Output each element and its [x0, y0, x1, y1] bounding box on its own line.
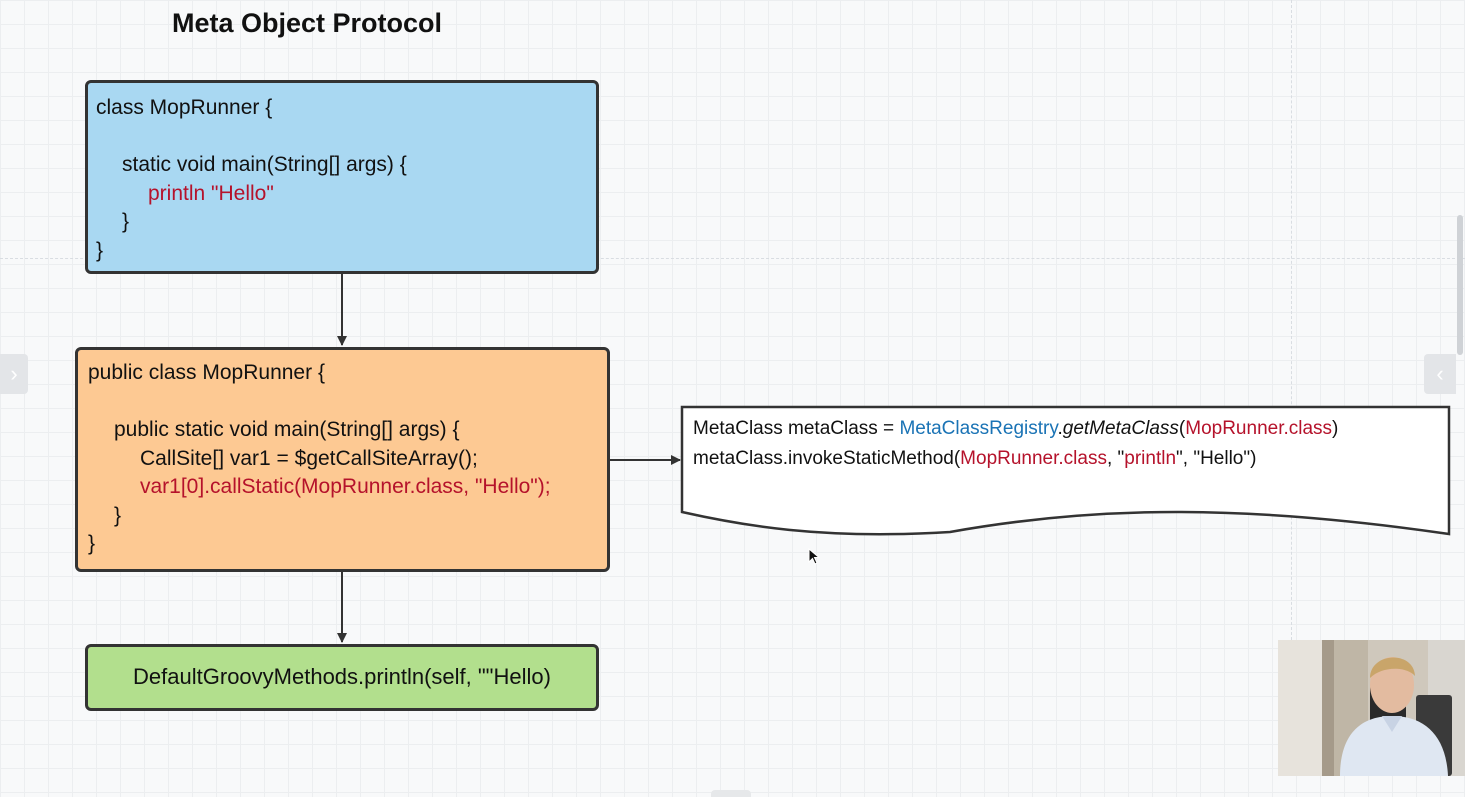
code-line	[96, 123, 596, 152]
code-line: class MopRunner {	[96, 96, 273, 119]
canvas-guide-vertical	[1291, 0, 1292, 640]
default-groovy-methods-box[interactable]: DefaultGroovyMethods.println(self, ""Hel…	[85, 644, 599, 711]
code-line: CallSite[] var1 = $getCallSiteArray();	[140, 446, 478, 470]
code-line-highlight: println "Hello"	[148, 181, 274, 205]
code-line-highlight: var1[0].callStatic(MopRunner.class, "Hel…	[140, 475, 551, 498]
mouse-cursor-icon	[808, 548, 821, 565]
code-line	[88, 388, 607, 417]
green-box-text: DefaultGroovyMethods.println(self, ""Hel…	[133, 664, 551, 690]
panel-expand-left-button[interactable]: ›	[0, 354, 28, 394]
note-class-arg: MopRunner.class	[960, 448, 1107, 469]
note-class-arg: MopRunner.class	[1185, 418, 1333, 439]
code-line: }	[122, 210, 130, 233]
code-line: public class MopRunner {	[88, 361, 325, 384]
code-line: }	[88, 532, 96, 555]
note-text-segment: MetaClass metaClass =	[693, 418, 900, 439]
groovy-source-box[interactable]: class MopRunner { static void main(Strin…	[85, 80, 599, 274]
panel-expand-right-button[interactable]: ‹	[1424, 354, 1456, 394]
metaclass-note[interactable]: MetaClass metaClass = MetaClassRegistry.…	[693, 414, 1338, 474]
note-method-name: getMetaClass	[1062, 418, 1179, 439]
note-text-segment: , "	[1106, 448, 1125, 469]
note-text-segment: .	[1057, 418, 1063, 439]
note-method-arg: println	[1124, 448, 1177, 469]
note-line-1: MetaClass metaClass = MetaClassRegistry.…	[693, 414, 1338, 444]
chevron-right-icon: ›	[10, 361, 18, 386]
note-text-segment: (	[1178, 418, 1186, 439]
note-text-segment: )	[1332, 418, 1339, 439]
note-text-segment: ", "Hello")	[1176, 448, 1257, 469]
chevron-left-icon: ‹	[1436, 361, 1444, 386]
presenter-video-frame	[1278, 640, 1465, 776]
page-title: Meta Object Protocol	[172, 8, 443, 38]
canvas-guide-horizontal	[0, 258, 1465, 259]
code-line: }	[114, 503, 122, 527]
note-line-2: metaClass.invokeStaticMethod(MopRunner.c…	[693, 444, 1338, 474]
note-text-segment: metaClass.invokeStaticMethod(	[693, 448, 961, 469]
bottom-panel-handle[interactable]	[711, 790, 751, 797]
code-line: }	[96, 238, 104, 262]
vertical-scrollbar[interactable]	[1457, 215, 1463, 355]
webcam-video	[1278, 640, 1465, 776]
note-registry-class: MetaClassRegistry	[899, 418, 1058, 439]
compiled-java-box[interactable]: public class MopRunner { public static v…	[75, 347, 610, 572]
code-line: static void main(String[] args) {	[122, 153, 407, 176]
code-line: public static void main(String[] args) {	[114, 418, 460, 441]
